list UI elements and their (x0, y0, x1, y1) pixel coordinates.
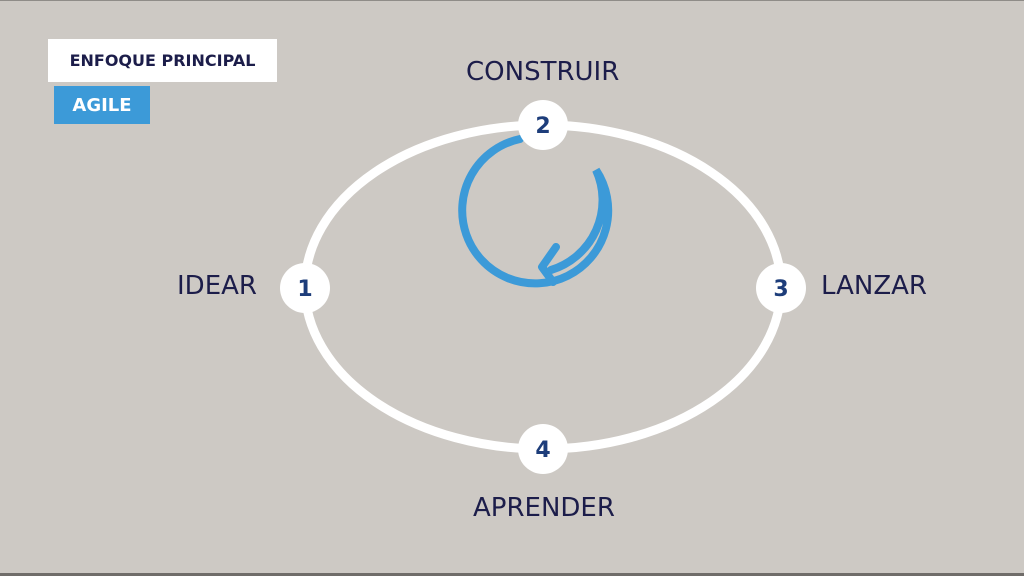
methodology-badge: AGILE (54, 86, 150, 124)
stage-label-idear: IDEAR (177, 271, 257, 301)
slide-title: ENFOQUE PRINCIPAL (48, 39, 277, 82)
stage-number-1: 1 (297, 277, 312, 302)
circular-arrow-icon (458, 135, 613, 288)
stage-node-1: 1 (280, 263, 330, 313)
stage-number-4: 4 (535, 438, 550, 463)
stage-node-3: 3 (756, 263, 806, 313)
stage-node-4: 4 (518, 424, 568, 474)
stage-label-lanzar: LANZAR (821, 271, 927, 301)
stage-node-2: 2 (518, 100, 568, 150)
stage-number-3: 3 (773, 277, 788, 302)
stage-number-2: 2 (535, 114, 550, 139)
stage-label-construir: CONSTRUIR (466, 57, 620, 87)
stage-label-aprender: APRENDER (473, 493, 615, 523)
